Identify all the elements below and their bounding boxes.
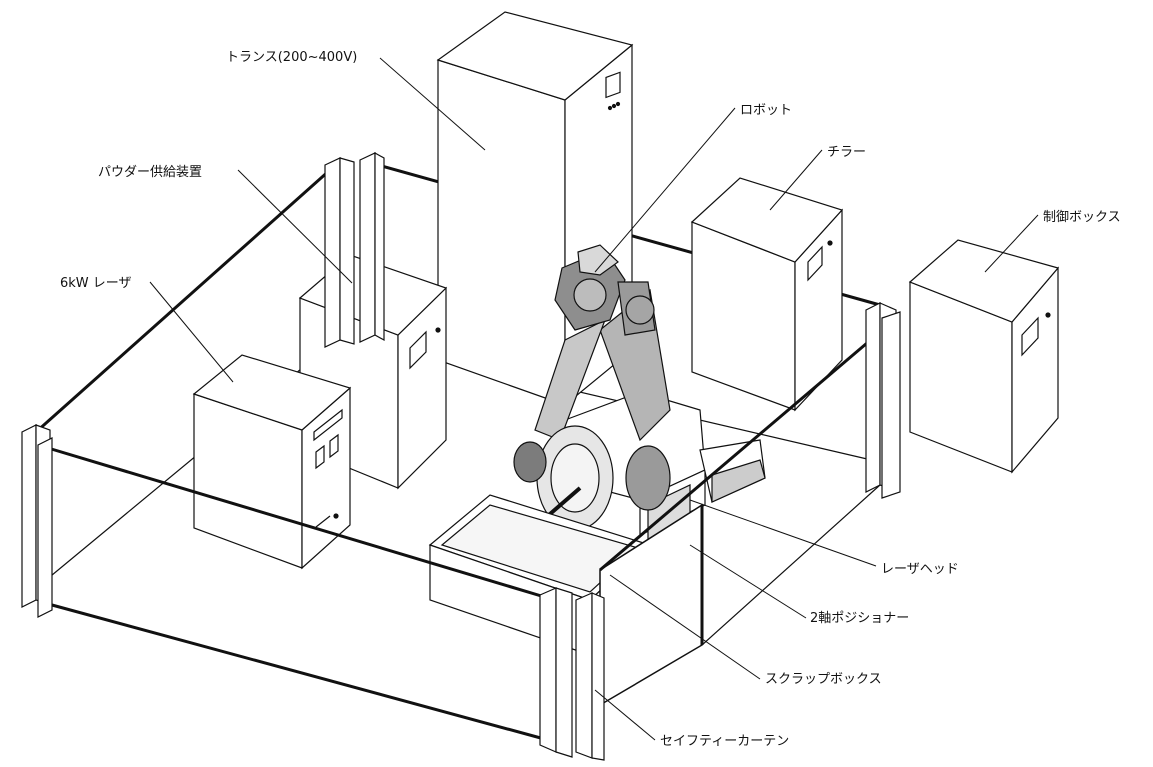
label-laser-head: レーザヘッド [881, 562, 959, 577]
fence-posts [21, 151, 901, 761]
label-transformer: トランス(200~400V) [226, 50, 358, 65]
label-powder-feeder: パウダー供給装置 [98, 165, 203, 180]
transformer-cabinet [436, 11, 634, 407]
leader-lines [149, 57, 1039, 741]
chiller-cabinet [690, 177, 844, 412]
label-positioner: 2軸ポジショナー [810, 611, 910, 626]
label-safety-curtain: セイフティーカーテン [660, 734, 790, 749]
fence-post-right [865, 302, 901, 499]
fence-post-left [21, 424, 53, 618]
control-box-cabinet [908, 239, 1060, 474]
label-scrap-box: スクラップボックス [765, 672, 882, 687]
laser-head-assembly [513, 425, 671, 531]
laser-6kw-cabinet [192, 354, 352, 570]
label-robot: ロボット [740, 103, 793, 118]
robot-arm [534, 244, 671, 442]
label-control-box: 制御ボックス [1043, 210, 1121, 225]
label-laser-6kw: 6kW レーザ [60, 276, 132, 291]
fence-post-front [539, 587, 605, 761]
safety-fence-front [47, 330, 881, 742]
label-chiller: チラー [827, 145, 867, 160]
fence-post-back-left [324, 157, 355, 348]
fence-post-back-center [359, 151, 385, 343]
